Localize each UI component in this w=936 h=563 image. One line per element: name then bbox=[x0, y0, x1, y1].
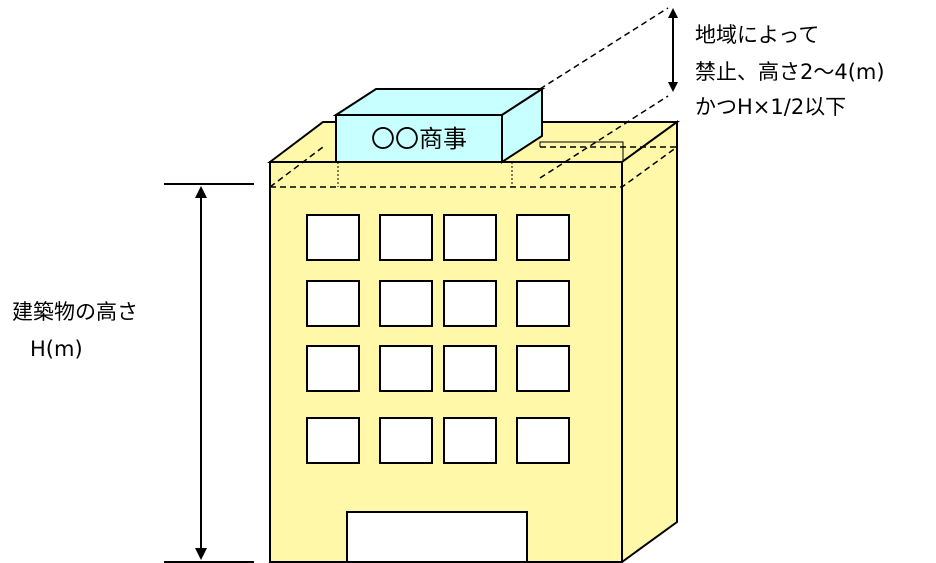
window bbox=[306, 280, 360, 327]
window-grid bbox=[306, 214, 570, 464]
building-height-dimension bbox=[164, 183, 254, 563]
height-label-line1: 建築物の高さ bbox=[12, 300, 138, 324]
window bbox=[306, 345, 360, 392]
window bbox=[516, 417, 570, 464]
roof-inner-edge bbox=[539, 141, 624, 162]
window bbox=[379, 280, 433, 327]
limit-projection-line-bottom bbox=[539, 95, 669, 179]
regulation-note-line3: かつH×1/2以下 bbox=[695, 95, 846, 119]
height-label-line2: H(m) bbox=[30, 337, 83, 361]
window bbox=[443, 417, 497, 464]
window bbox=[516, 214, 570, 261]
dimension-arrow-down bbox=[195, 548, 207, 560]
building bbox=[267, 120, 681, 563]
limit-projection-line-top bbox=[539, 7, 669, 90]
window bbox=[443, 345, 497, 392]
sign-text: 〇〇商事 bbox=[371, 125, 467, 153]
regulation-note-line2: 禁止、高さ2～4(m) bbox=[695, 60, 885, 84]
rooftop-sign: 〇〇商事 bbox=[332, 87, 546, 187]
window bbox=[379, 214, 433, 261]
window bbox=[516, 345, 570, 392]
window bbox=[379, 345, 433, 392]
regulation-note-line1: 地域によって bbox=[695, 23, 819, 47]
parapet-dashed-line-back bbox=[269, 146, 324, 188]
parapet-dashed-line bbox=[270, 146, 678, 188]
building-side bbox=[621, 120, 678, 563]
entrance bbox=[346, 511, 528, 563]
window bbox=[516, 280, 570, 327]
dimension-arrow-up bbox=[195, 186, 207, 198]
sign-height-arrow bbox=[668, 8, 678, 92]
sign-front bbox=[335, 114, 503, 163]
window bbox=[306, 214, 360, 261]
window bbox=[306, 417, 360, 464]
window bbox=[379, 417, 433, 464]
window bbox=[443, 280, 497, 327]
window bbox=[443, 214, 497, 261]
